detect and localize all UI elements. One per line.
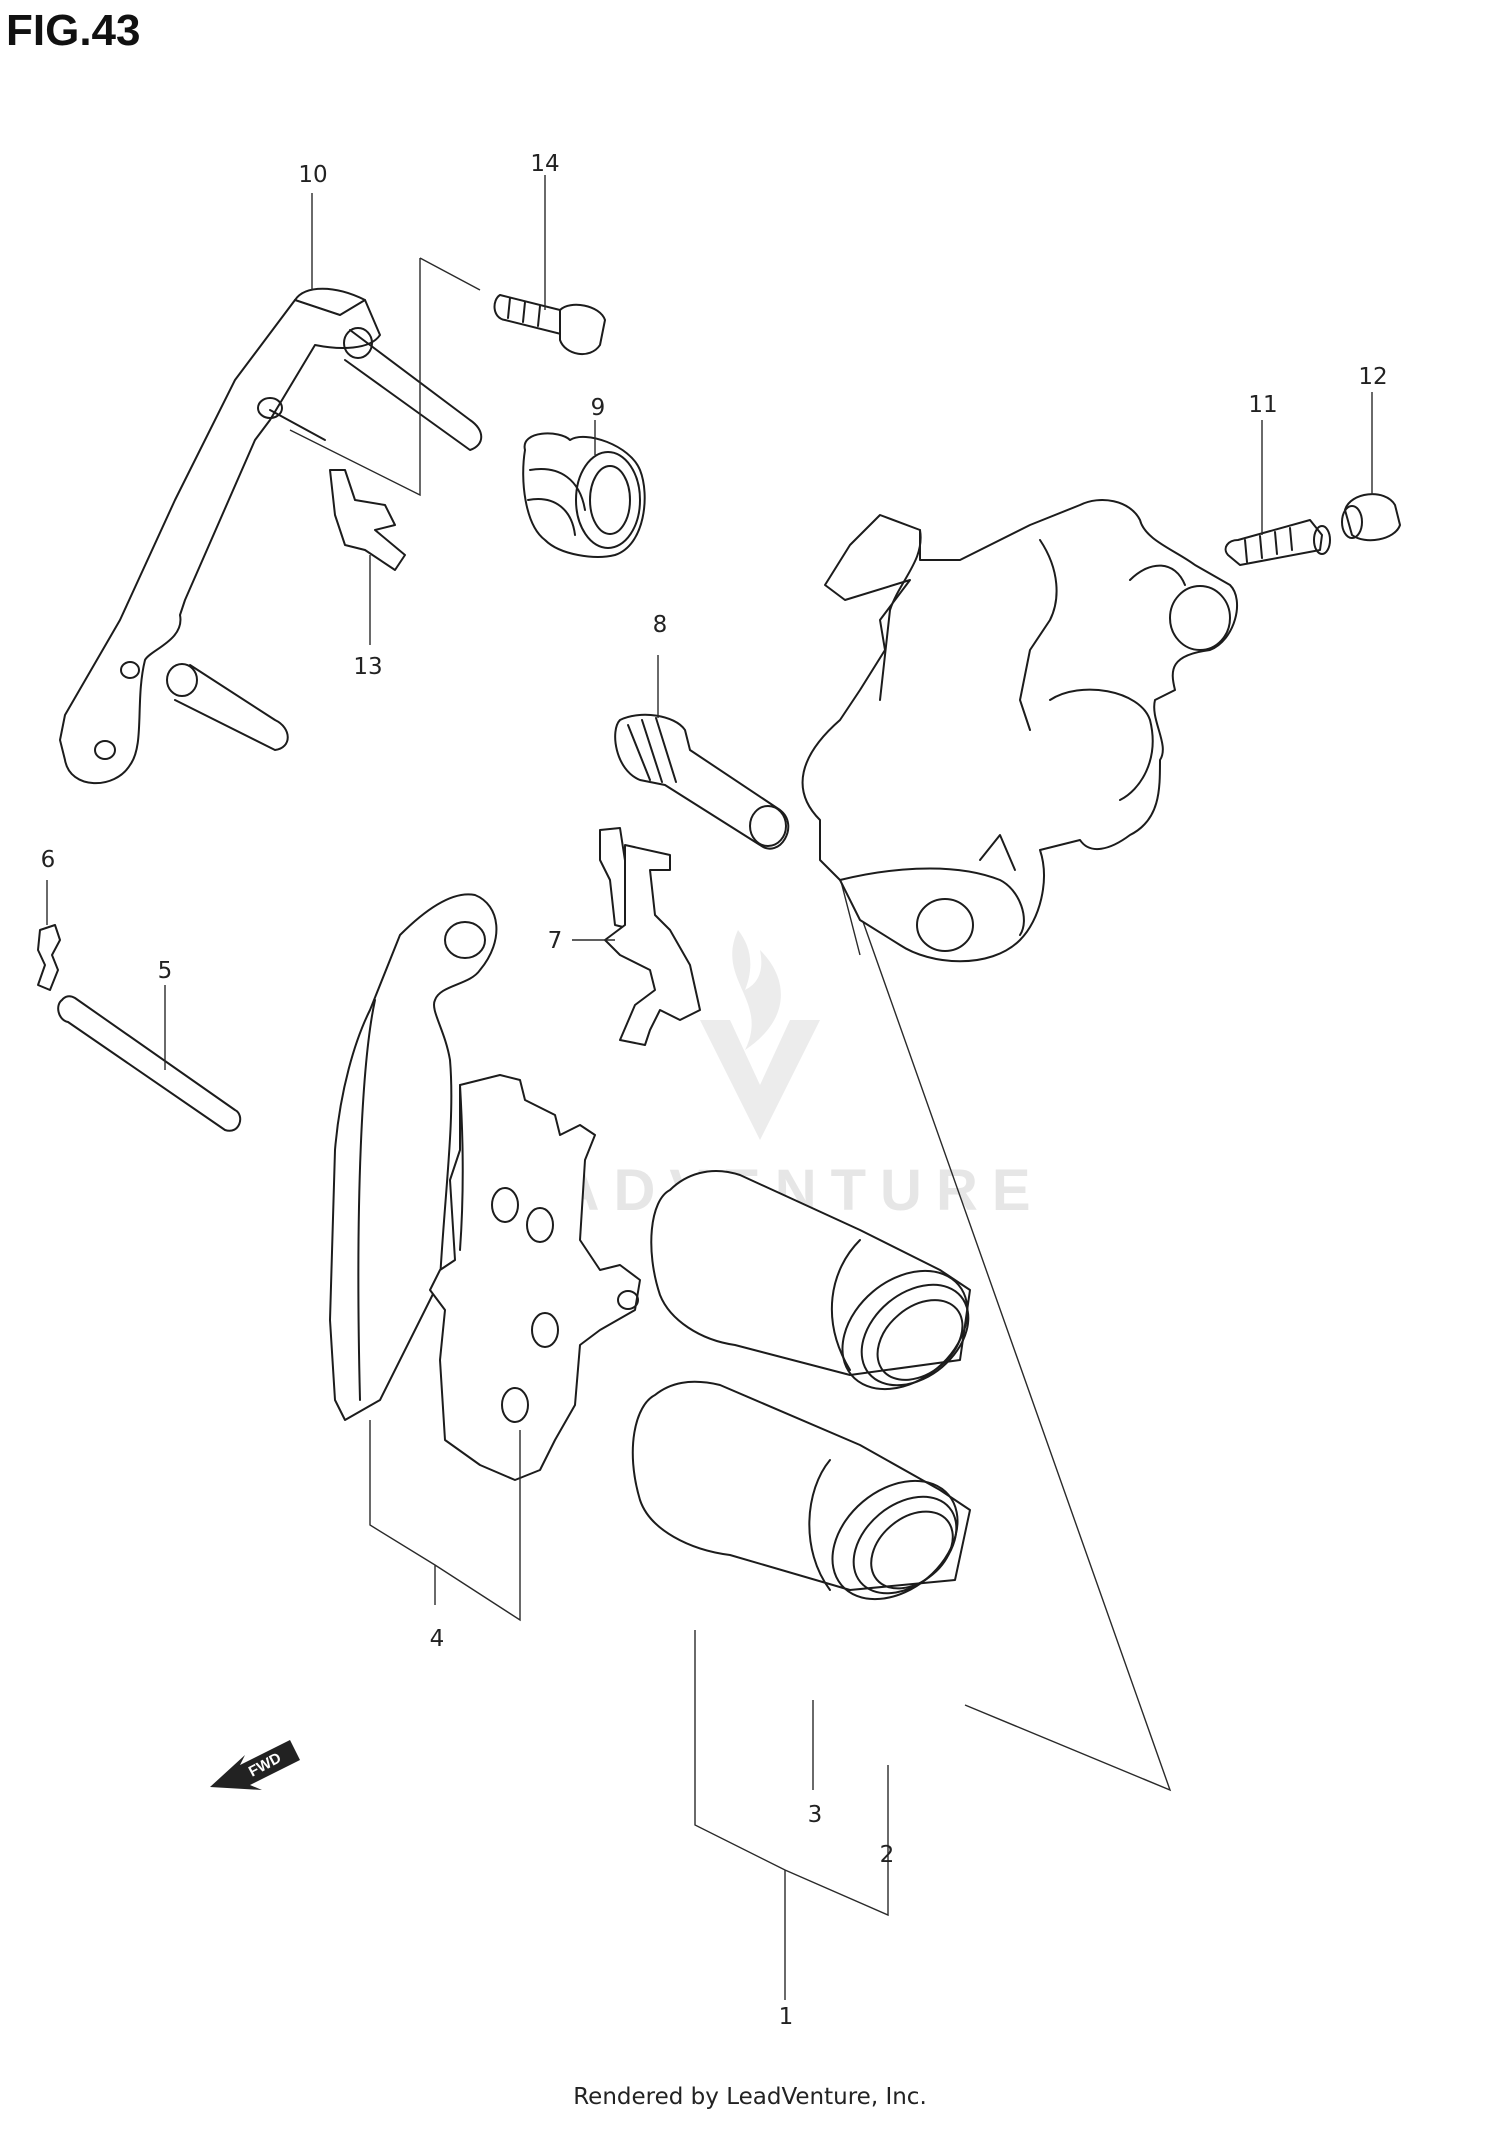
callout-10: 10 [298, 162, 327, 188]
callout-11: 11 [1248, 392, 1277, 418]
callout-labels: 10 14 9 13 8 11 12 6 5 7 4 3 2 1 [41, 151, 1388, 2030]
part-13-clip [329, 469, 406, 571]
callout-3: 3 [808, 1802, 823, 1828]
part-6-clip [37, 924, 61, 991]
callout-14: 14 [530, 151, 559, 177]
part-11-bleeder-screw [1224, 519, 1331, 566]
callout-12: 12 [1358, 364, 1387, 390]
part-10-caliper-bracket [59, 287, 483, 785]
callout-13: 13 [353, 654, 382, 680]
caliper-body [801, 499, 1239, 963]
part-7-pad-spring [599, 827, 701, 1046]
part-14-bolt [493, 294, 606, 355]
part-9-boot [522, 432, 646, 558]
leadventure-flame-logo [700, 930, 820, 1140]
leader-lines [46, 175, 1373, 2000]
fwd-arrow-icon: FWD [210, 1740, 300, 1790]
callout-4: 4 [430, 1626, 445, 1652]
callout-9: 9 [591, 395, 606, 421]
part-1-piston-upper [650, 1170, 971, 1391]
footer-credit: Rendered by LeadVenture, Inc. [573, 2084, 927, 2110]
callout-8: 8 [653, 612, 668, 638]
callout-6: 6 [41, 847, 56, 873]
callout-5: 5 [158, 958, 173, 984]
part-8-slide-pin [614, 713, 790, 850]
figure-title: FIG.43 [6, 6, 141, 55]
part-5-pad-pin [57, 995, 242, 1132]
part-1-piston-lower [631, 1380, 971, 1601]
callout-7: 7 [548, 928, 563, 954]
callout-1: 1 [779, 2004, 794, 2030]
part-4-brake-pads [329, 893, 641, 1481]
callout-2: 2 [880, 1842, 895, 1868]
part-12-cap [1341, 493, 1401, 542]
